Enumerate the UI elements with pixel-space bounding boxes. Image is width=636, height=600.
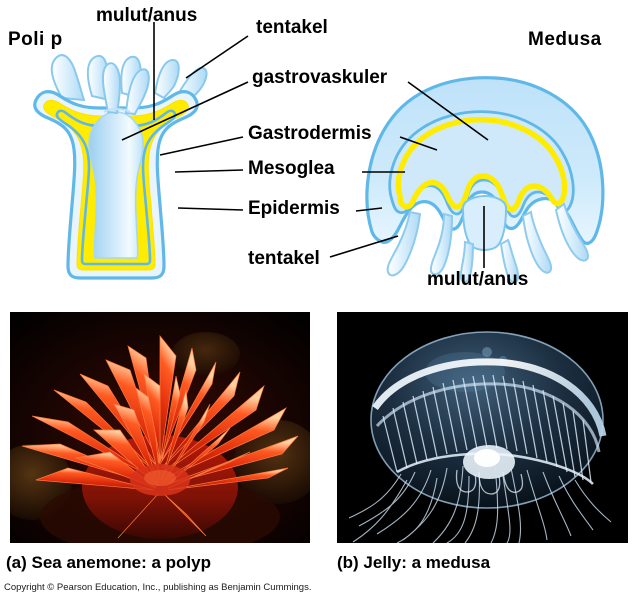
jelly-illustration bbox=[337, 312, 628, 543]
leader-gastrodermis-left bbox=[159, 136, 244, 156]
label-mesoglea: Mesoglea bbox=[248, 158, 335, 179]
polyp-tentacles-back bbox=[50, 54, 208, 105]
sea-anemone-photo bbox=[10, 312, 310, 543]
leader-gastrodermis-right bbox=[399, 136, 438, 151]
medusa-title: Medusa bbox=[528, 29, 602, 50]
anemone-illustration bbox=[10, 312, 310, 543]
caption-jelly: (b) Jelly: a medusa bbox=[337, 553, 491, 572]
polyp-title: Poli p bbox=[8, 29, 63, 50]
medusa-mesoglea bbox=[395, 116, 568, 213]
label-tentakel-bottom: tentakel bbox=[248, 248, 320, 269]
leader-mesoglea-left bbox=[174, 169, 244, 173]
leader-gastrovaskuler-left bbox=[121, 81, 249, 141]
polyp-gastrodermis bbox=[55, 109, 177, 266]
leader-epidermis-left bbox=[177, 207, 244, 211]
label-epidermis: Epidermis bbox=[248, 198, 340, 219]
caption-sea-anemone: (a) Sea anemone: a polyp bbox=[6, 553, 211, 572]
leader-epidermis-right bbox=[355, 207, 383, 212]
leader-lines bbox=[121, 22, 489, 268]
crystal-jelly-photo bbox=[337, 312, 628, 543]
label-mulut-anus-bottom: mulut/anus bbox=[427, 269, 529, 290]
label-gastrovaskuler: gastrovaskuler bbox=[252, 67, 388, 88]
copyright-notice: Copyright © Pearson Education, Inc., pub… bbox=[4, 582, 312, 593]
polyp-gastrovascular-cavity bbox=[88, 111, 144, 259]
label-gastrodermis: Gastrodermis bbox=[248, 123, 372, 144]
leader-tentakel-bottom bbox=[329, 235, 399, 258]
label-mulut-anus-top: mulut/anus bbox=[96, 5, 198, 26]
polyp-tentacles-front bbox=[101, 62, 150, 116]
medusa-diagram bbox=[365, 76, 605, 284]
anatomy-diagram bbox=[33, 22, 605, 284]
medusa-tentacles bbox=[386, 202, 590, 284]
polyp-diagram bbox=[33, 54, 208, 280]
leader-gastrovaskuler-right bbox=[407, 81, 489, 141]
polyp-mouth bbox=[103, 108, 131, 113]
label-tentakel-top: tentakel bbox=[256, 17, 328, 38]
leader-tentakel-top bbox=[185, 35, 249, 79]
